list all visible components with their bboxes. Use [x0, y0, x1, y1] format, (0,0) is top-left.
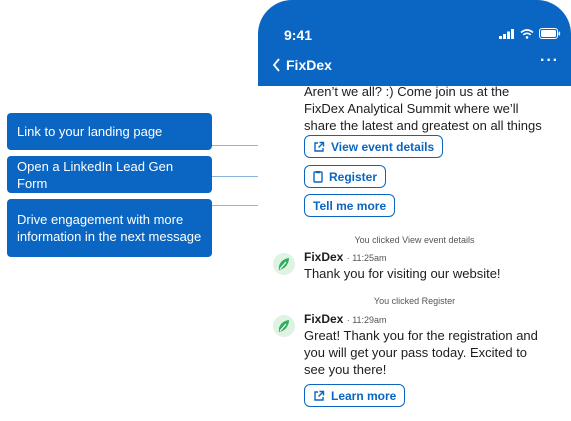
external-link-icon	[314, 390, 325, 401]
message-text: Thank you for visiting our website!	[304, 266, 501, 281]
callout-engagement: Drive engagement with more information i…	[7, 199, 212, 257]
external-link-icon	[314, 141, 325, 152]
back-button[interactable]: FixDex	[272, 57, 332, 73]
callout-lead-gen-form: Open a LinkedIn Lead Gen Form	[7, 156, 212, 193]
connector-line	[212, 145, 292, 146]
signal-icon	[499, 28, 514, 39]
message-text: Great! Thank you for the registration an…	[304, 328, 538, 377]
message-thread: Aren’t we all? :) Come join us at the Fi…	[258, 84, 571, 421]
status-icons	[499, 28, 561, 39]
message-time: · 11:29am	[346, 315, 387, 325]
button-label: Register	[329, 169, 378, 184]
status-time: 9:41	[284, 27, 313, 43]
sender-name: FixDex	[304, 312, 344, 326]
system-note: You clicked Register	[373, 296, 456, 306]
conversation-header: 9:41 FixDex ···	[258, 0, 571, 86]
chevron-left-icon	[272, 58, 280, 72]
avatar	[273, 253, 295, 275]
battery-icon	[539, 28, 561, 39]
register-button[interactable]: Register	[304, 165, 387, 188]
phone-frame: 9:41 FixDex ··· Aren’t	[258, 0, 571, 421]
conversation-title: FixDex	[286, 57, 332, 73]
sender-line: FixDex · 11:29am	[304, 312, 387, 326]
view-event-details-button[interactable]: View event details	[304, 135, 444, 158]
avatar	[273, 315, 295, 337]
connector-line	[212, 205, 292, 206]
button-label: Tell me more	[313, 198, 387, 213]
callout-label: Drive engagement with more information i…	[17, 212, 202, 244]
message-time: · 11:25am	[346, 253, 387, 263]
tell-me-more-button[interactable]: Tell me more	[304, 194, 396, 217]
sender-name: FixDex	[304, 250, 344, 264]
form-icon	[313, 170, 323, 183]
sender-line: FixDex · 11:25am	[304, 250, 387, 264]
leaf-icon	[278, 258, 289, 270]
learn-more-button[interactable]: Learn more	[304, 384, 406, 407]
button-label: Learn more	[331, 388, 397, 403]
button-label: View event details	[331, 139, 435, 154]
callout-label: Open a LinkedIn Lead Gen Form	[17, 158, 174, 191]
leaf-icon	[278, 320, 289, 332]
system-note: You clicked View event details	[354, 235, 475, 245]
callout-label: Link to your landing page	[17, 124, 163, 139]
connector-line	[212, 176, 292, 177]
callout-landing-page: Link to your landing page	[7, 113, 212, 150]
more-options-icon[interactable]: ···	[540, 52, 559, 69]
wifi-icon	[520, 28, 534, 39]
